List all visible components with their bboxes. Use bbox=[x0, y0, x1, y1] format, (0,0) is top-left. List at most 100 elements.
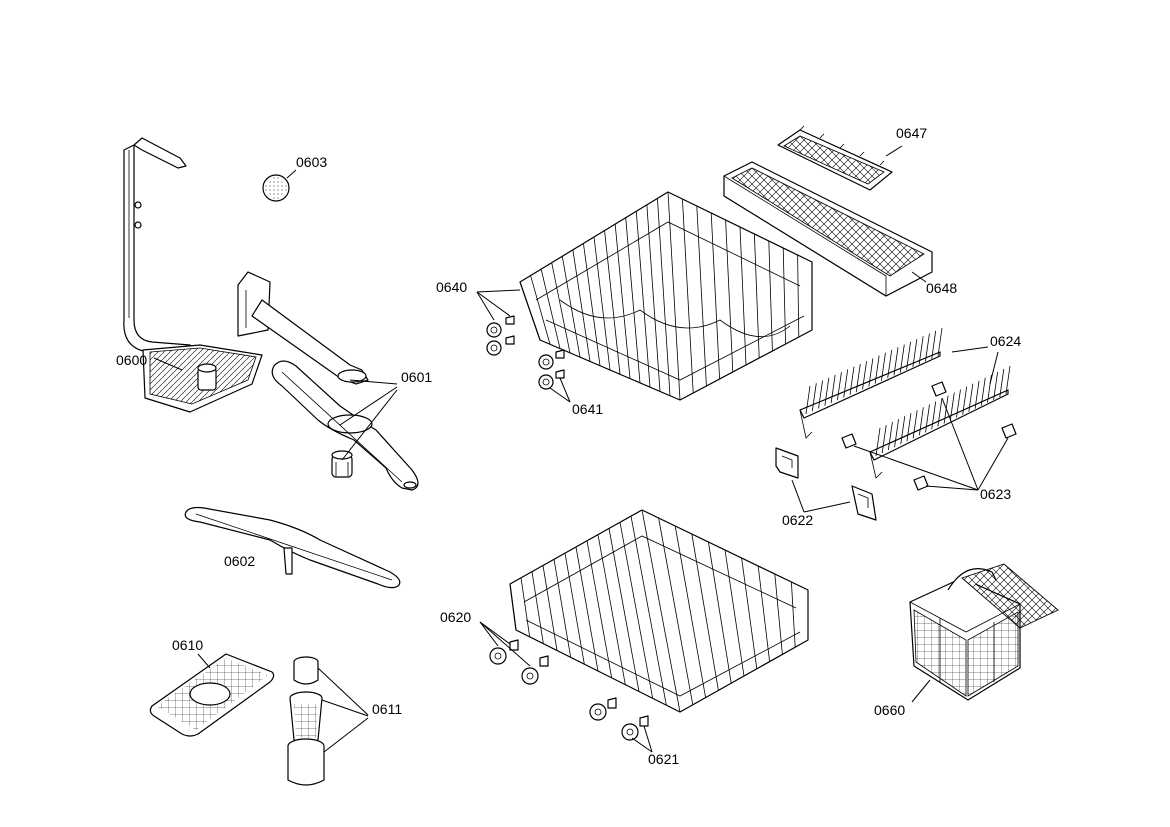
label-0602: 0602 bbox=[224, 553, 255, 569]
part-0623-clips bbox=[841, 381, 1017, 491]
basket-wire bbox=[614, 224, 631, 379]
part-0621-rollers bbox=[589, 697, 649, 741]
tine bbox=[980, 377, 986, 406]
tine bbox=[894, 419, 899, 448]
part-0610-filter-plate bbox=[149, 653, 275, 737]
tine bbox=[918, 336, 924, 365]
tine bbox=[862, 361, 867, 390]
part-0641-rollers bbox=[538, 349, 565, 390]
basket-wire bbox=[575, 546, 599, 672]
basket-wire bbox=[551, 262, 571, 353]
basket-wire bbox=[708, 541, 732, 684]
part-0624-tine-rows bbox=[799, 327, 1011, 479]
tine bbox=[830, 374, 836, 404]
basket-wire bbox=[608, 528, 640, 692]
tine bbox=[999, 368, 1005, 398]
tine bbox=[837, 372, 842, 401]
tine bbox=[937, 398, 943, 427]
basket-wire bbox=[597, 534, 626, 685]
basket-wire bbox=[641, 509, 681, 713]
part-0622-brackets bbox=[775, 447, 877, 521]
basket-wire bbox=[635, 211, 651, 388]
tine bbox=[849, 366, 855, 395]
part-0660-cutlery-basket bbox=[909, 563, 1059, 701]
label-0660: 0660 bbox=[874, 702, 905, 718]
part-0611-filter-stack bbox=[287, 656, 325, 786]
tine bbox=[906, 341, 911, 370]
part-0647-tray-insert bbox=[777, 125, 893, 191]
tine bbox=[925, 333, 930, 362]
tine bbox=[811, 383, 817, 412]
label-0622: 0622 bbox=[782, 512, 813, 528]
tine bbox=[968, 383, 974, 412]
label-0601: 0601 bbox=[401, 369, 432, 385]
label-0641: 0641 bbox=[572, 401, 603, 417]
label-0640: 0640 bbox=[436, 279, 467, 295]
tine bbox=[899, 344, 905, 373]
tine bbox=[868, 358, 874, 387]
tine bbox=[881, 352, 886, 381]
part-0620-rollers bbox=[489, 639, 549, 685]
basket-wire bbox=[564, 553, 585, 665]
tine bbox=[843, 369, 849, 398]
basket-wire bbox=[741, 557, 758, 669]
basket-wire bbox=[646, 204, 661, 392]
part-labels: 0600 0601 0602 0603 0610 0611 0620 0621 … bbox=[116, 125, 1021, 767]
tine bbox=[912, 338, 918, 368]
basket-wire bbox=[782, 247, 786, 345]
tine bbox=[931, 330, 937, 359]
part-0601-spray-arm bbox=[271, 360, 419, 491]
label-0623: 0623 bbox=[980, 486, 1011, 502]
tine bbox=[875, 427, 881, 457]
basket-wire bbox=[757, 565, 770, 662]
tine bbox=[1005, 365, 1011, 395]
tine bbox=[912, 410, 918, 439]
tine bbox=[805, 385, 811, 415]
tine bbox=[949, 392, 955, 421]
basket-wire bbox=[540, 269, 561, 349]
part-0602-upper-spray-arm bbox=[184, 506, 401, 589]
part-0601-pipe bbox=[237, 271, 369, 385]
lower-basket bbox=[509, 509, 809, 713]
tine bbox=[881, 424, 887, 454]
basket-wire bbox=[791, 581, 796, 648]
basket-wire bbox=[725, 219, 734, 373]
label-0611: 0611 bbox=[372, 701, 402, 717]
basket-wire bbox=[691, 533, 719, 691]
basket-wire bbox=[531, 571, 544, 644]
part-0603-nozzle bbox=[262, 174, 290, 202]
tine bbox=[900, 416, 906, 445]
tine bbox=[993, 371, 999, 400]
tine bbox=[887, 350, 893, 379]
tine bbox=[906, 413, 912, 442]
part-0648-cutlery-tray bbox=[723, 161, 933, 297]
basket-wire bbox=[658, 517, 694, 705]
basket-wire bbox=[583, 243, 601, 366]
basket-wire bbox=[561, 256, 581, 358]
label-0621: 0621 bbox=[648, 751, 679, 767]
tine bbox=[855, 363, 861, 392]
basket-wire bbox=[682, 198, 694, 394]
label-0603: 0603 bbox=[296, 154, 327, 170]
label-0610: 0610 bbox=[172, 637, 203, 653]
tine bbox=[918, 407, 924, 436]
basket-wire bbox=[519, 281, 541, 341]
tine bbox=[893, 347, 899, 376]
basket-wire bbox=[630, 516, 667, 706]
label-0600: 0600 bbox=[116, 352, 147, 368]
tine bbox=[956, 389, 961, 418]
basket-wire bbox=[667, 191, 681, 401]
tine bbox=[824, 377, 830, 406]
tine bbox=[818, 380, 823, 409]
basket-wire bbox=[586, 540, 613, 678]
tine bbox=[931, 401, 937, 430]
basket-wire bbox=[509, 583, 517, 631]
basket-wire bbox=[619, 522, 654, 699]
label-0624: 0624 bbox=[990, 333, 1021, 349]
basket-wire bbox=[542, 565, 558, 651]
tine bbox=[962, 386, 968, 415]
label-0620: 0620 bbox=[440, 609, 471, 625]
part-0600-supply-pipe bbox=[123, 137, 263, 413]
basket-wire bbox=[724, 549, 745, 677]
